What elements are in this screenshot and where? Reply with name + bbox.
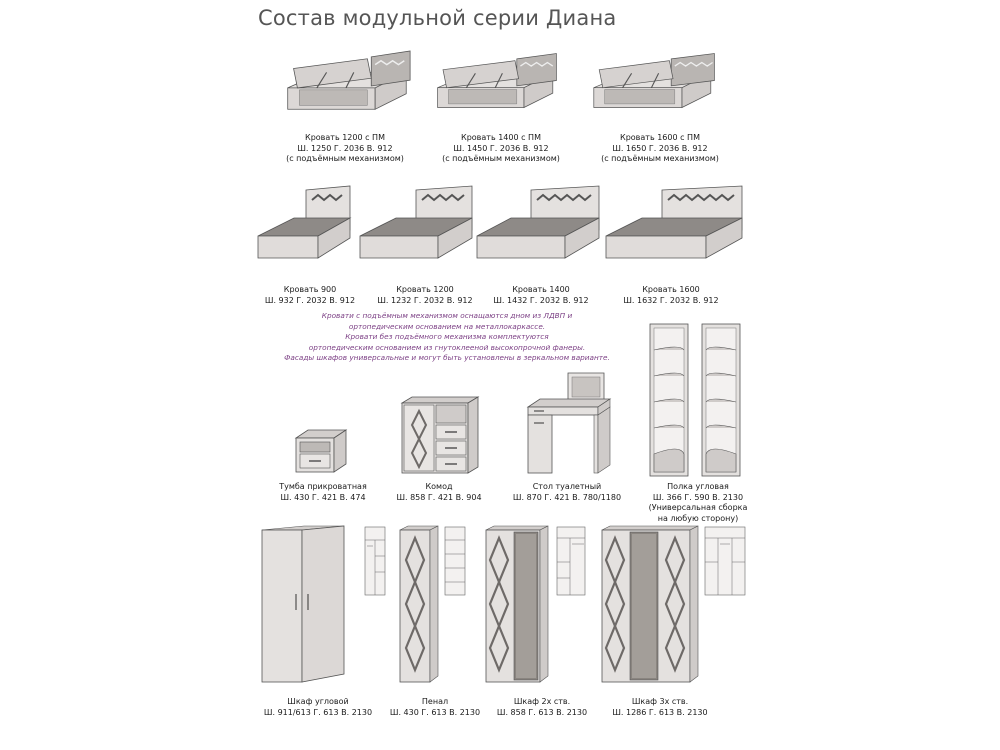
pencil-case-caption: Пенал Ш. 430 Г. 613 В. 2130 [380, 697, 490, 718]
bed-1200-caption: Кровать 1200 Ш. 1232 Г. 2032 В. 912 [370, 285, 480, 306]
item-name: Кровать 1200 с ПМ [305, 133, 385, 142]
pencil-case-wardrobe-image [398, 524, 440, 684]
item-name: Полка угловая [667, 482, 729, 491]
item-dims: Ш. 1632 Г. 2032 В. 912 [623, 295, 719, 305]
bed-1200-image [358, 185, 476, 264]
lift-bed-1600-image [592, 50, 718, 120]
item-dims: Ш. 1650 Г. 2036 В. 912 [612, 143, 708, 153]
item-name: Пенал [421, 697, 449, 706]
corner-shelf-caption: Полка угловая Ш. 366 Г. 590 В. 2130 (Уни… [638, 482, 758, 524]
wardrobe-2-door-interior-image [556, 526, 586, 596]
item-dims: Ш. 1286 Г. 613 В. 2130 [612, 707, 708, 717]
nightstand-caption: Тумба прикроватная Ш. 430 Г. 421 В. 474 [268, 482, 378, 503]
item-name: Кровать 1400 с ПМ [461, 133, 541, 142]
item-note: (с подъёмным механизмом) [442, 154, 560, 163]
note-line: Кровати с подъёмным механизмом оснащаютс… [321, 311, 573, 320]
bed-1600-image [604, 185, 746, 264]
item-note: (с подъёмным механизмом) [286, 154, 404, 163]
item-dims: Ш. 858 Г. 613 В. 2130 [496, 707, 588, 717]
item-name: Кровать 1600 [642, 285, 700, 294]
note-line: ортопедическим основанием из гнутоклеено… [308, 342, 586, 352]
item-name: Кровать 1400 [512, 285, 570, 294]
item-dims: Ш. 1232 Г. 2032 В. 912 [377, 295, 473, 305]
bed-1400-caption: Кровать 1400 Ш. 1432 Г. 2032 В. 912 [486, 285, 596, 306]
corner-shelf-left-image [648, 322, 692, 478]
chest-of-drawers-caption: Комод Ш. 858 Г. 421 В. 904 [384, 482, 494, 503]
bed-1600-caption: Кровать 1600 Ш. 1632 Г. 2032 В. 912 [616, 285, 726, 306]
note-line: ортопедическим основанием на металлокарк… [348, 321, 546, 331]
chest-of-drawers-image [400, 395, 480, 475]
lift-bed-1400-caption: Кровать 1400 с ПМ Ш. 1450 Г. 2036 В. 912… [441, 133, 561, 165]
wardrobe-2-door-image [484, 524, 550, 684]
pencil-case-interior-image [444, 526, 466, 596]
item-dims: Ш. 1432 Г. 2032 В. 912 [493, 295, 589, 305]
note-line: Кровати без подъёмного механизма комплек… [345, 332, 549, 342]
item-dims: Ш. 430 Г. 613 В. 2130 [389, 707, 481, 717]
notes-block: Кровати с подъёмным механизмом оснащаютс… [282, 311, 612, 364]
item-name: Шкаф угловой [287, 697, 349, 706]
lift-bed-1400-image [434, 50, 560, 120]
corner-wardrobe-interior-image [364, 526, 386, 596]
lift-bed-1200-image [278, 50, 414, 120]
item-name: Кровать 1600 с ПМ [620, 133, 700, 142]
bed-900-image [254, 185, 354, 264]
lift-bed-1200-caption: Кровать 1200 с ПМ Ш. 1250 Г. 2036 В. 912… [285, 133, 405, 165]
item-dims: Ш. 870 Г. 421 В. 780/1180 [512, 492, 622, 502]
bed-900-caption: Кровать 900 Ш. 932 Г. 2032 В. 912 [255, 285, 365, 306]
item-note: (Универсальная сборка [648, 503, 748, 512]
item-dims: Ш. 932 Г. 2032 В. 912 [264, 295, 356, 305]
item-name: Тумба прикроватная [279, 482, 367, 491]
corner-wardrobe-caption: Шкаф угловой Ш. 911/613 Г. 613 В. 2130 [254, 697, 382, 718]
corner-wardrobe-image [260, 524, 346, 684]
item-dims: Ш. 858 Г. 421 В. 904 [396, 492, 482, 502]
corner-shelf-right-image [700, 322, 744, 478]
item-dims: Ш. 911/613 Г. 613 В. 2130 [263, 707, 373, 717]
item-name: Кровать 900 [283, 285, 337, 294]
wardrobe-3-door-image [600, 524, 700, 684]
item-dims: Ш. 1250 Г. 2036 В. 912 [297, 143, 393, 153]
lift-bed-1600-caption: Кровать 1600 с ПМ Ш. 1650 Г. 2036 В. 912… [598, 133, 722, 165]
item-dims: Ш. 1450 Г. 2036 В. 912 [453, 143, 549, 153]
item-dims: Ш. 430 Г. 421 В. 474 [280, 492, 366, 502]
item-name: Стол туалетный [532, 482, 602, 491]
item-name: Шкаф 2х ств. [513, 697, 571, 706]
dressing-table-caption: Стол туалетный Ш. 870 Г. 421 В. 780/1180 [505, 482, 629, 503]
wardrobe-3-door-interior-image [704, 526, 746, 596]
note-line: Фасады шкафов универсальные и могут быть… [284, 353, 610, 363]
item-note: (с подъёмным механизмом) [601, 154, 719, 163]
item-name: Шкаф 3х ств. [631, 697, 689, 706]
item-name: Комод [425, 482, 453, 491]
nightstand-image [294, 428, 348, 474]
page-title: Состав модульной серии Диана [258, 6, 617, 30]
wardrobe-2-door-caption: Шкаф 2х ств. Ш. 858 Г. 613 В. 2130 [487, 697, 597, 718]
item-dims: Ш. 366 Г. 590 В. 2130 [652, 492, 744, 502]
bed-1400-image [475, 185, 603, 264]
wardrobe-3-door-caption: Шкаф 3х ств. Ш. 1286 Г. 613 В. 2130 [600, 697, 720, 718]
dressing-table-image [524, 371, 612, 475]
item-name: Кровать 1200 [396, 285, 454, 294]
item-note: на любую сторону) [657, 513, 739, 523]
